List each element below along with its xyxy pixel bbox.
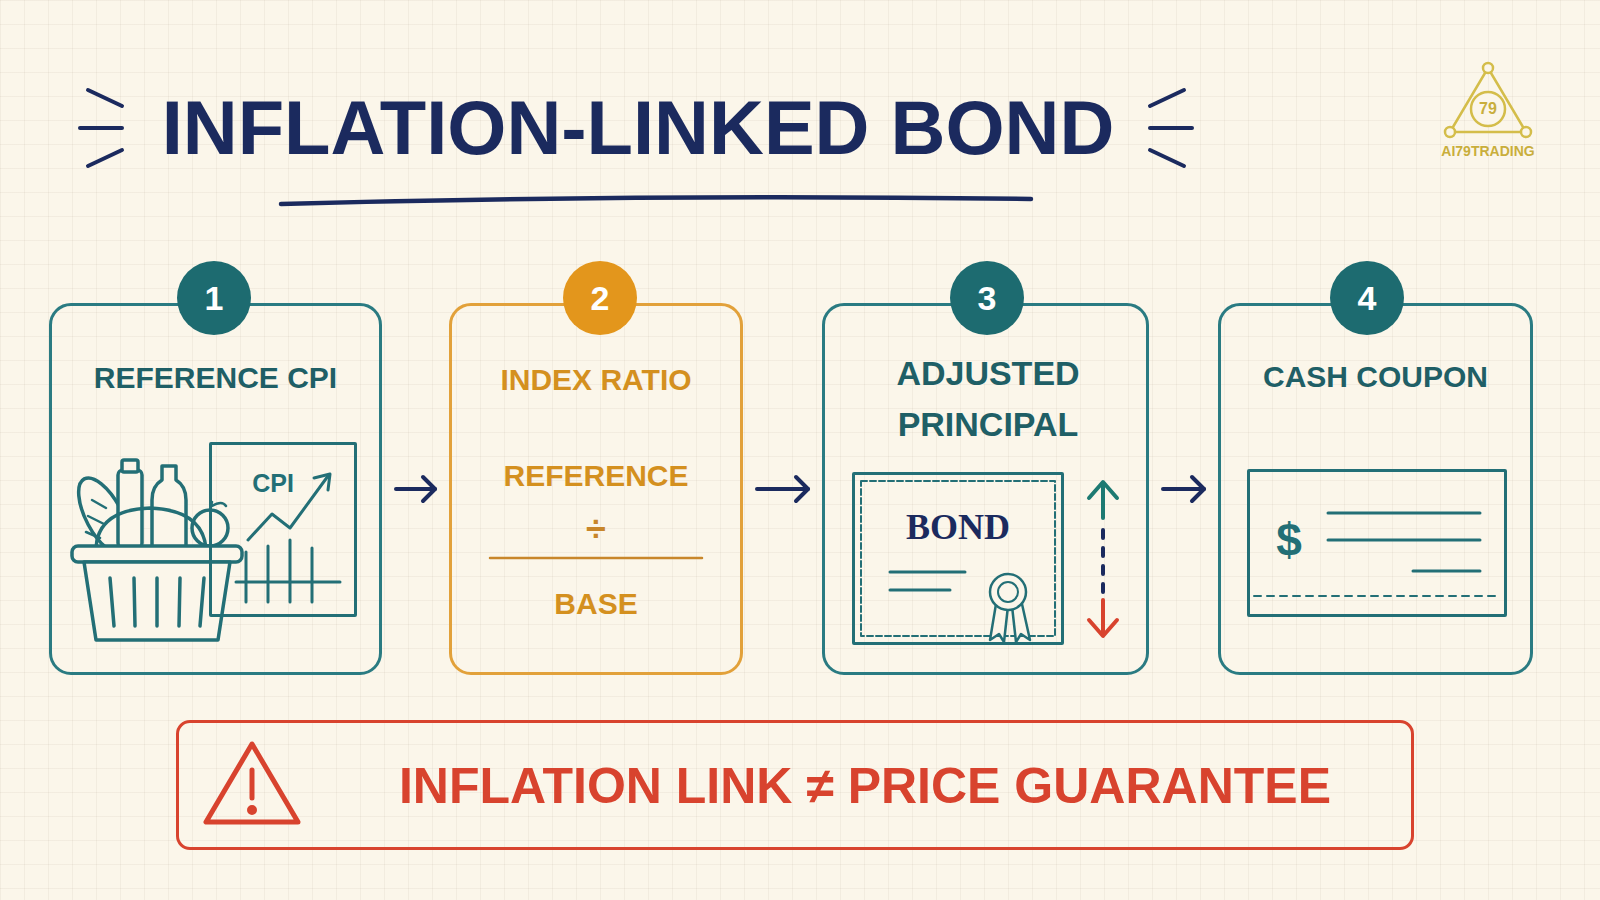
cheque-frame: $ [1247,469,1507,617]
label-text: 1 [177,278,251,319]
cheque [1413,570,1480,573]
label-text: ÷ [452,507,740,550]
label-text: 2 [563,278,637,319]
grocery-basket [200,578,204,626]
cheque [1328,512,1480,515]
label-text: 3 [950,278,1024,319]
up-down-arrows [1101,600,1105,634]
bond-certificate [861,481,1055,642]
fraction-bar [490,557,702,560]
step-number: 4 [1330,261,1404,335]
logo [1483,63,1493,73]
warning-box: INFLATION LINK ≠ PRICE GUARANTEE [176,720,1414,850]
bond-certificate: BOND [852,472,1064,645]
step-box: ADJUSTED PRINCIPAL3BOND [822,303,1149,675]
flow-arrow [1163,487,1204,491]
bond-certificate [861,481,1055,636]
chart-frame: CPI [209,442,357,617]
grocery-basket [86,500,106,538]
step-box: CASH COUPON4$ [1218,303,1533,675]
cheque [1254,513,1500,596]
grocery-basket [122,460,138,472]
label-text: REFERENCE [452,458,740,494]
cpi-chart [314,474,330,490]
label-text: ADJUSTED PRINCIPAL [858,348,1118,450]
logo [1445,63,1531,137]
label-text: $ [1269,513,1309,568]
grocery-basket [68,460,242,640]
title-decoration [1150,90,1184,106]
up-down-arrows [1101,484,1105,518]
cheque [1254,595,1500,597]
grocery-basket [155,578,159,626]
flow-arrow [423,477,435,501]
grocery-basket [96,508,206,548]
title-decoration [88,150,122,166]
up-down-arrows [1089,620,1117,636]
diagram-title: INFLATION-LINKED BOND [0,82,1276,173]
step-number: 2 [563,261,637,335]
flow-arrow [396,487,435,491]
flow-arrow [757,487,808,491]
logo [1450,68,1526,132]
label-text: INFLATION LINK ≠ PRICE GUARANTEE [323,756,1407,816]
warning-icon [250,808,255,813]
cpi-chart [289,540,292,602]
grocery-basket [110,578,114,626]
flow-arrow [757,477,808,501]
title-decoration [281,197,1031,204]
step-box: REFERENCE CPI1CPI [49,303,382,675]
flow-arrow [1192,477,1204,501]
label-text: BOND [855,506,1061,549]
grocery-basket [179,578,180,626]
label-text: 4 [1330,278,1404,319]
flow-arrow [1163,477,1204,501]
label-text: CASH COUPON [1221,359,1530,395]
label-text: BASE [452,586,740,622]
cpi-chart [311,548,314,602]
title-decoration [1150,126,1192,130]
warning-icon [206,744,298,822]
bond-certificate [890,571,965,574]
flow-arrow [396,477,435,501]
step-box: INDEX RATIOREFERENCE÷BASE2 [449,303,743,675]
bond-certificate [890,589,950,592]
logo [1521,127,1531,137]
label-text: INDEX RATIO [452,362,740,398]
up-down-arrows [1101,530,1105,592]
logo-watermark: AI79TRADING [1428,143,1548,160]
title-decoration [80,126,122,130]
cheque [1328,539,1480,542]
grocery-basket [72,546,242,562]
cpi-chart [236,581,340,584]
grocery-basket [210,502,226,510]
bond-certificate [990,574,1026,610]
label-text: CPI [238,468,308,498]
label-text: REFERENCE CPI [52,360,379,396]
bond-certificate [998,582,1018,602]
warning-icon [250,770,255,798]
flow-arrow [796,477,808,501]
cpi-chart [245,552,248,602]
up-down-arrows [1089,482,1117,498]
logo [1445,127,1455,137]
title-decoration [1150,150,1184,166]
up-down-arrows [1089,482,1117,636]
warning-icon [206,744,298,822]
step-number: 1 [177,261,251,335]
title-decoration [88,90,122,106]
grocery-basket [134,578,135,626]
logo-number: 79 [1468,99,1508,118]
cpi-chart [267,546,270,602]
step-number: 3 [950,261,1024,335]
